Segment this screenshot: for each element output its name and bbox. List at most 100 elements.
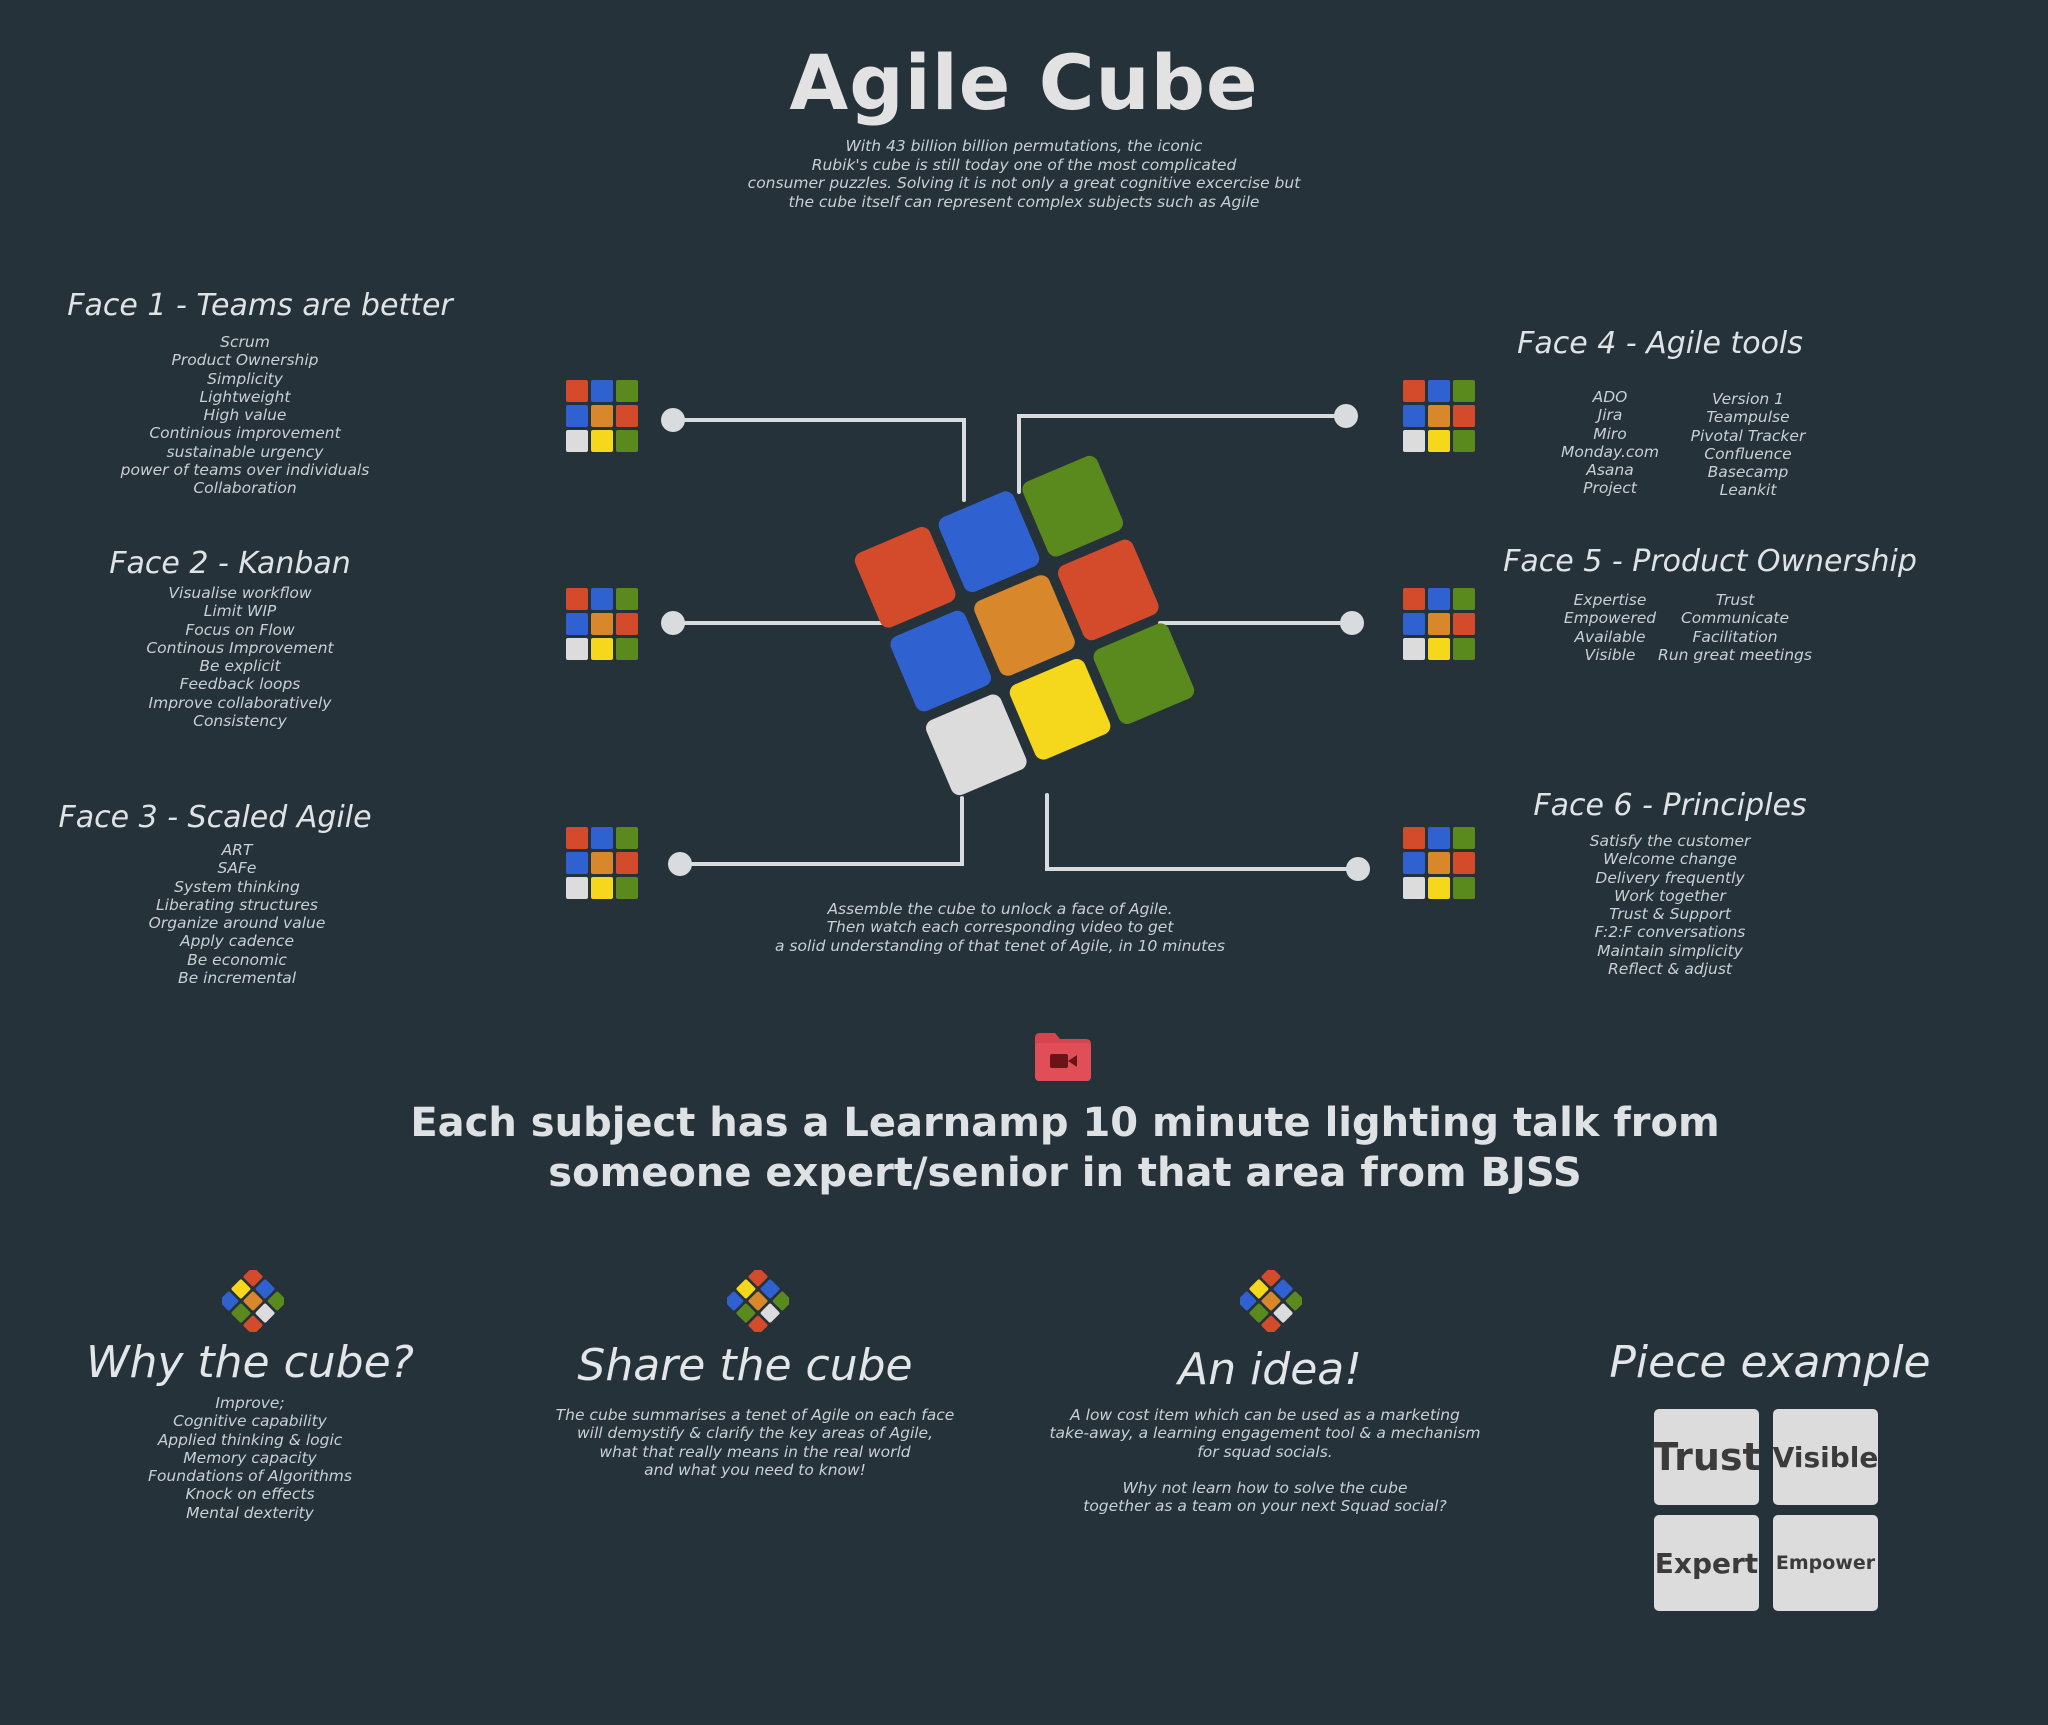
list-item: Run great meetings — [1658, 645, 1812, 664]
list-item: Communicate — [1680, 609, 1790, 628]
list-item: Version 1 — [1711, 390, 1785, 408]
list-item: Monday.com — [1560, 442, 1660, 461]
list-item: Scrum — [220, 333, 270, 351]
list-item: Memory capacity — [183, 1448, 317, 1467]
text-line: A low cost item which can be used as a m… — [1070, 1406, 1460, 1424]
text-line — [1030, 1461, 1500, 1479]
connector-dot — [668, 852, 692, 876]
text-line: and what you need to know! — [644, 1460, 866, 1479]
list-item: Leankit — [1719, 481, 1777, 500]
share-title: Share the cube — [577, 1340, 913, 1391]
list-item: Apply cadence — [180, 932, 294, 951]
list-item: Expertise — [1573, 591, 1647, 609]
list-item: ADO — [1592, 388, 1628, 406]
face-4-list-col2: Version 1 Teampulse Pivotal Tracker Conf… — [1668, 390, 1828, 500]
note-line: a solid understanding of that tenet of A… — [775, 936, 1225, 955]
list-item: Work together — [1614, 886, 1726, 905]
list-item: Teampulse — [1706, 408, 1790, 427]
headline-line: someone expert/senior in that area from … — [548, 1150, 1582, 1196]
face-1-list: Scrum Product Ownership Simplicity Light… — [95, 333, 395, 498]
list-item: ART — [221, 841, 253, 859]
list-item: Be explicit — [199, 657, 281, 676]
list-item: Focus on Flow — [185, 620, 295, 639]
list-item: Continous Improvement — [146, 638, 334, 657]
list-item: Liberating structures — [156, 895, 318, 914]
face-3-title: Face 3 - Scaled Agile — [58, 800, 372, 835]
piece-tile-expert: Expert — [1654, 1515, 1759, 1611]
face-1-cube-icon — [566, 380, 638, 452]
face-5-list-col2: Trust Communicate Facilitation Run great… — [1645, 591, 1825, 664]
list-item: Trust — [1715, 591, 1755, 609]
face-1-title: Face 1 - Teams are better — [67, 288, 453, 323]
list-item: Visible — [1584, 645, 1636, 664]
connector-dot — [661, 408, 685, 432]
list-item: sustainable urgency — [166, 442, 324, 461]
face-5-list-col1: Expertise Empowered Available Visible — [1530, 591, 1690, 664]
list-item: Knock on effects — [185, 1485, 315, 1504]
list-item: Delivery frequently — [1595, 868, 1745, 887]
face-3-cube-icon — [566, 827, 638, 899]
list-item: Trust & Support — [1609, 905, 1731, 924]
face-2-list: Visualise workflow Limit WIP Focus on Fl… — [90, 584, 390, 730]
face-6-title: Face 6 - Principles — [1533, 788, 1807, 823]
connector-dot — [661, 611, 685, 635]
page-title: Agile Cube — [789, 38, 1259, 127]
list-item: Mental dexterity — [186, 1503, 314, 1522]
face-6-cube-icon — [1403, 827, 1475, 899]
intro-text: With 43 billion billion permutations, th… — [674, 137, 1374, 211]
face-2-cube-icon — [566, 588, 638, 660]
rubik-cube-icon — [222, 1270, 284, 1332]
list-item: power of teams over individuals — [120, 461, 370, 480]
note-line: Then watch each corresponding video to g… — [826, 918, 1174, 937]
list-item: Feedback loops — [179, 675, 301, 694]
list-item: Improve; — [215, 1394, 285, 1412]
assemble-note: Assemble the cube to unlock a face of Ag… — [740, 900, 1260, 955]
list-item: Basecamp — [1707, 463, 1789, 482]
list-item: Asana — [1586, 461, 1634, 480]
connector-face-6 — [1045, 793, 1360, 871]
face-4-cube-icon — [1403, 380, 1475, 452]
list-item: Welcome change — [1603, 850, 1737, 869]
face-4-list-col1: ADO Jira Miro Monday.com Asana Project — [1530, 388, 1690, 498]
list-item: Satisfy the customer — [1589, 832, 1751, 850]
rubik-cube-icon — [727, 1270, 789, 1332]
list-item: Limit WIP — [203, 602, 277, 621]
why-list: Improve; Cognitive capability Applied th… — [100, 1394, 400, 1522]
text-line: for squad socials. — [1197, 1442, 1333, 1461]
face-6-list: Satisfy the customer Welcome change Deli… — [1520, 832, 1820, 978]
piece-tile-empower: Empower — [1773, 1515, 1878, 1611]
face-4-title: Face 4 - Agile tools — [1517, 326, 1803, 361]
list-item: Cognitive capability — [173, 1412, 327, 1431]
list-item: SAFe — [217, 859, 257, 878]
list-item: Continious improvement — [149, 424, 341, 443]
list-item: Foundations of Algorithms — [148, 1467, 352, 1486]
intro-line: Rubik's cube is still today one of the m… — [811, 155, 1237, 174]
list-item: Product Ownership — [171, 351, 319, 370]
list-item: Collaboration — [193, 479, 297, 498]
list-item: Organize around value — [148, 914, 326, 933]
headline-line: Each subject has a Learnamp 10 minute li… — [410, 1100, 1720, 1146]
list-item: Be incremental — [178, 969, 296, 988]
intro-line: the cube itself can represent complex su… — [788, 192, 1260, 211]
face-2-title: Face 2 - Kanban — [109, 546, 351, 581]
list-item: Reflect & adjust — [1607, 960, 1732, 979]
face-3-list: ART SAFe System thinking Liberating stru… — [87, 841, 387, 987]
video-folder-icon — [1035, 1033, 1091, 1081]
list-item: High value — [203, 406, 287, 425]
list-item: Empowered — [1563, 609, 1657, 628]
list-item: System thinking — [174, 877, 300, 896]
list-item: Miro — [1593, 424, 1627, 443]
headline: Each subject has a Learnamp 10 minute li… — [330, 1098, 1800, 1198]
connector-dot — [1340, 611, 1364, 635]
list-item: Simplicity — [207, 369, 283, 388]
list-item: Be economic — [187, 950, 287, 969]
list-item: Project — [1583, 479, 1637, 498]
connector-face-3 — [678, 796, 964, 866]
text-line: The cube summarises a tenet of Agile on … — [555, 1406, 955, 1424]
list-item: Facilitation — [1692, 627, 1778, 646]
connector-face-1 — [671, 418, 966, 502]
piece-tile-trust: Trust — [1652, 1409, 1761, 1505]
list-item: Available — [1574, 627, 1646, 646]
idea-title: An idea! — [1178, 1344, 1362, 1395]
list-item: Pivotal Tracker — [1690, 426, 1806, 445]
